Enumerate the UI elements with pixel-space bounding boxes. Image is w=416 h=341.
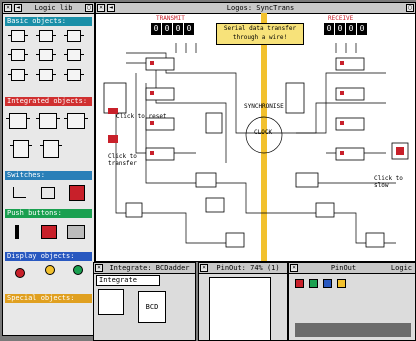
close-icon[interactable]: × xyxy=(200,264,208,272)
register-icon[interactable] xyxy=(64,113,88,129)
transmit-display: 0 0 0 0 xyxy=(151,23,194,35)
blue-icon[interactable] xyxy=(323,279,332,288)
slide-switch-icon[interactable] xyxy=(41,187,55,199)
toggle-size-icon[interactable]: ▢ xyxy=(406,4,414,12)
red-push-icon[interactable] xyxy=(41,225,57,239)
integrate-titlebar[interactable]: × Integrate: BCDadder xyxy=(94,263,195,274)
digit: 0 xyxy=(162,23,172,35)
push-button-icon[interactable] xyxy=(15,225,19,239)
red-switch-icon[interactable] xyxy=(69,185,85,201)
nand-gate-icon[interactable] xyxy=(8,49,28,61)
section-push: Push buttons: xyxy=(5,209,92,218)
slow-label: Click to slow xyxy=(374,175,403,189)
back-icon[interactable]: ◄ xyxy=(14,4,22,12)
xnor-gate-icon[interactable] xyxy=(64,49,84,61)
led-icon[interactable] xyxy=(15,268,25,278)
integrate-preview xyxy=(98,289,124,315)
reset-label: Click to reset xyxy=(116,113,167,120)
banner-line: Serial data transfer xyxy=(223,25,297,32)
transfer-label: Click to transfer xyxy=(108,153,137,167)
not-gate-icon[interactable] xyxy=(8,69,28,81)
toggle-size-icon[interactable]: ▢ xyxy=(85,4,93,12)
green-icon[interactable] xyxy=(309,279,318,288)
red-icon[interactable] xyxy=(295,279,304,288)
grey-push-icon[interactable] xyxy=(67,225,85,239)
circuit-title: Logos: SyncTrans xyxy=(226,4,295,12)
lamp-icon[interactable] xyxy=(45,265,55,275)
nor-gate-icon[interactable] xyxy=(36,49,56,61)
digit: 0 xyxy=(184,23,194,35)
circuit-titlebar[interactable]: × ◄ Logos: SyncTrans ▢ xyxy=(96,3,415,14)
receive-display: 0 0 0 0 xyxy=(324,23,367,35)
transmit-label: TRANSMIT xyxy=(156,15,185,22)
latch-icon[interactable] xyxy=(64,69,84,81)
iconbar xyxy=(295,323,411,337)
section-switches: Switches: xyxy=(5,171,92,180)
banner-line: through a wire! xyxy=(232,34,288,41)
integrate-title: Integrate: BCDadder xyxy=(109,264,190,272)
back-icon[interactable]: ◄ xyxy=(107,4,115,12)
sync-label: SYNCHRONISE xyxy=(244,103,284,110)
logic-corner-label: Logic xyxy=(390,264,412,272)
section-basic: Basic objects: xyxy=(5,17,92,26)
digit: 0 xyxy=(151,23,161,35)
pinout2-titlebar[interactable]: × PinOut Logic xyxy=(289,263,415,274)
digit: 0 xyxy=(173,23,183,35)
pinout-title: PinOut: 74% (1) xyxy=(216,264,280,272)
section-integrated: Integrated objects: xyxy=(5,97,92,106)
pinout2-window: × PinOut Logic xyxy=(288,262,416,341)
palette-titlebar[interactable]: × ◄ Logic lib ▢ xyxy=(3,3,94,14)
receive-label: RECEIVE xyxy=(328,15,354,22)
xor-gate-icon[interactable] xyxy=(64,30,84,42)
slow-line: Click to xyxy=(374,175,403,182)
pinout-titlebar[interactable]: × PinOut: 74% (1) xyxy=(199,263,287,274)
palette-window: × ◄ Logic lib ▢ Basic objects: Integrate… xyxy=(2,2,95,336)
and-gate-icon[interactable] xyxy=(8,30,28,42)
green-led-icon[interactable] xyxy=(73,265,83,275)
toggle-switch-icon[interactable] xyxy=(13,187,26,198)
section-display: Display objects: xyxy=(5,252,92,261)
clock-label: CLOCK xyxy=(254,129,273,136)
buffer-gate-icon[interactable] xyxy=(36,69,56,81)
digit: 0 xyxy=(335,23,345,35)
circuit-window: × ◄ Logos: SyncTrans ▢ xyxy=(95,2,416,262)
close-icon[interactable]: × xyxy=(4,4,12,12)
flipflop-icon[interactable] xyxy=(6,113,30,129)
digit: 0 xyxy=(346,23,356,35)
yellow-icon[interactable] xyxy=(337,279,346,288)
bcd-chip[interactable]: BCD xyxy=(138,291,166,323)
or-gate-icon[interactable] xyxy=(36,30,56,42)
palette-title: Logic lib xyxy=(34,4,73,12)
close-icon[interactable]: × xyxy=(97,4,105,12)
info-banner: Serial data transfer through a wire! xyxy=(216,23,304,45)
close-icon[interactable]: × xyxy=(290,264,298,272)
integrate-header[interactable]: Integrate xyxy=(96,275,160,286)
digit: 0 xyxy=(324,23,334,35)
pinout2-title: PinOut xyxy=(330,264,357,272)
chip-icon[interactable] xyxy=(10,140,32,158)
slow-line: slow xyxy=(374,182,389,189)
integrate-window: × Integrate: BCDadder Integrate BCD xyxy=(93,262,196,341)
counter-icon[interactable] xyxy=(36,113,60,129)
decoder-icon[interactable] xyxy=(40,140,62,158)
section-special: Special objects: xyxy=(5,294,92,303)
pinout-window: × PinOut: 74% (1) xyxy=(198,262,288,341)
circuit-diagram xyxy=(103,13,409,261)
digit: 0 xyxy=(357,23,367,35)
close-icon[interactable]: × xyxy=(95,264,103,272)
pinout-canvas xyxy=(209,277,271,340)
